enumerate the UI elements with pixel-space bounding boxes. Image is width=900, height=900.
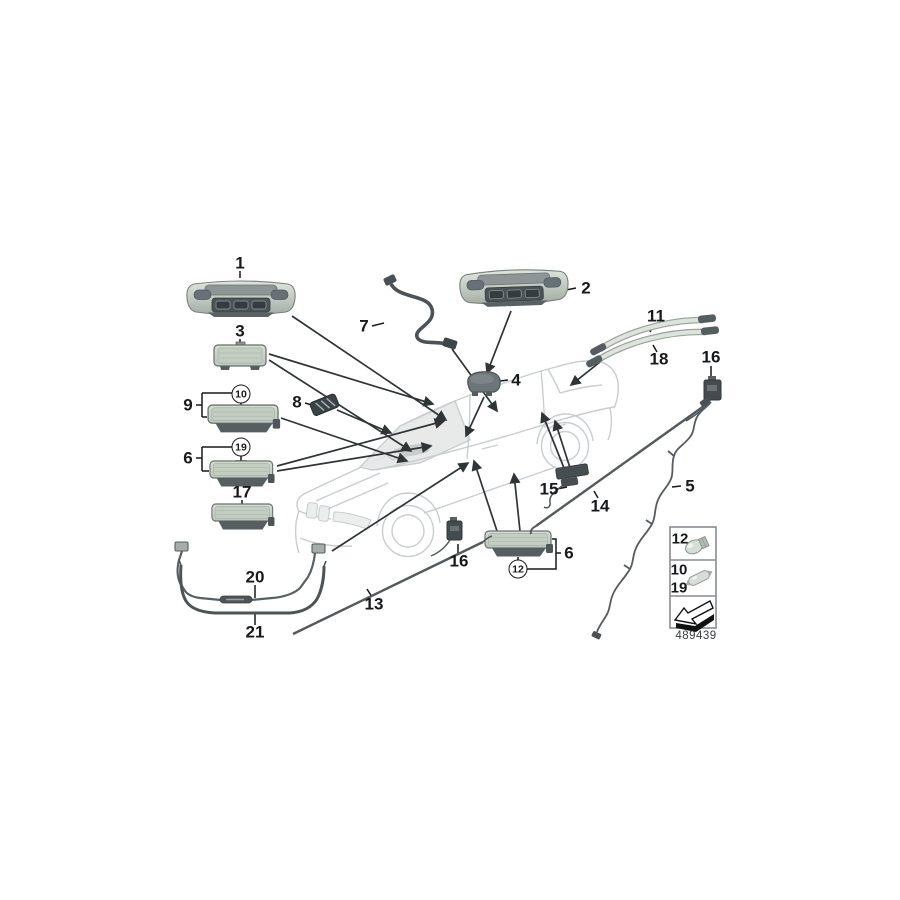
callout-3: 3 [235, 321, 245, 341]
leader-lines [268, 310, 601, 552]
part-1-overhead-console [186, 280, 296, 318]
callout-16-top: 16 [701, 347, 721, 367]
part-7-cable [383, 274, 458, 350]
callout-14: 14 [590, 496, 610, 516]
wedge-bulb-icon [685, 535, 710, 555]
callout-11: 11 [647, 306, 665, 326]
festoon-bulb-icon [685, 570, 713, 586]
callout-7: 7 [359, 316, 369, 336]
callout-20: 20 [245, 567, 265, 587]
circled-callout-12: 12 [508, 559, 528, 579]
part-5-wire [591, 401, 712, 640]
callout-connectors [196, 271, 712, 625]
legend-label-10: 10 [670, 561, 688, 579]
callout-1: 1 [235, 253, 245, 273]
part-13-wire [292, 535, 493, 636]
part-14-wire [529, 397, 711, 535]
callout-13: 13 [364, 594, 384, 614]
part-16-bottom-sensor [430, 517, 463, 557]
callout-21: 21 [245, 622, 265, 642]
part-17-lamp [211, 503, 276, 531]
part-2-overhead-console [458, 267, 570, 309]
part-3-reading-lamp [213, 341, 267, 370]
callout-6-bottom: 6 [564, 543, 574, 563]
callout-17: 17 [232, 482, 252, 502]
part-4-interior-lamp [467, 371, 501, 396]
part-8-connector [309, 393, 340, 416]
part-15-bracket [543, 463, 589, 509]
circled-callout-10: 10 [231, 384, 251, 404]
part-21-harness [178, 559, 327, 615]
part-9-10-lamp [207, 404, 281, 433]
callout-15: 15 [539, 479, 559, 499]
legend-label-12: 12 [671, 530, 689, 548]
callout-16-bottom: 16 [449, 551, 469, 571]
legend-label-19: 19 [670, 579, 688, 597]
callout-9: 9 [183, 395, 193, 415]
part-6-12-lamp [484, 530, 554, 558]
circled-callout-19: 19 [231, 437, 251, 457]
callout-4: 4 [511, 370, 521, 390]
part-11-18-light-guides [586, 314, 720, 368]
drawing-number: 489439 [675, 630, 717, 642]
legend-box [669, 526, 717, 632]
callout-5: 5 [685, 476, 695, 496]
direction-arrow-icon [673, 600, 714, 632]
callout-18: 18 [649, 349, 669, 369]
callout-6-left: 6 [183, 448, 193, 468]
callout-8: 8 [292, 392, 302, 412]
callout-2: 2 [581, 278, 591, 298]
